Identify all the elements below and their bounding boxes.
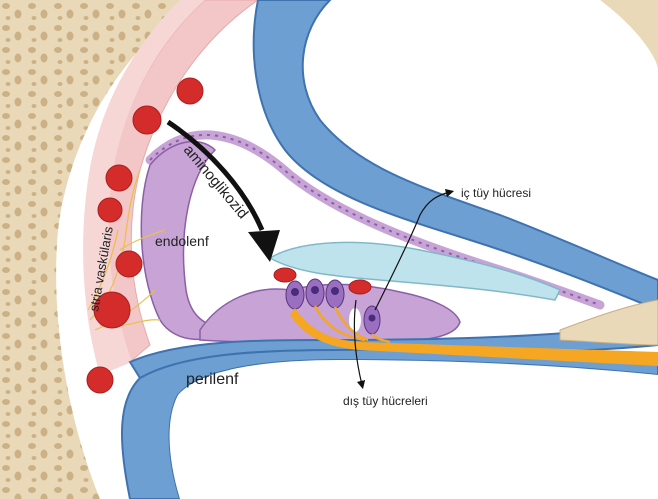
blood-vessel-icon — [98, 198, 122, 222]
blood-vessel-icon — [133, 106, 161, 134]
blood-vessel-icon — [87, 367, 113, 393]
outer-hair-cells — [286, 279, 344, 309]
scala-tympani — [170, 360, 658, 499]
blood-vessel-icon — [349, 280, 371, 294]
endolymph-label: endolenf — [155, 233, 209, 249]
blood-vessel-icon — [274, 268, 296, 282]
blood-vessel-icon — [177, 78, 203, 104]
blood-vessel-icon — [106, 165, 132, 191]
outer-hair-cells-label: dış tüy hücreleri — [343, 394, 428, 408]
inner-hair-cell-label: iç tüy hücresi — [461, 186, 531, 200]
blood-vessel-icon — [116, 251, 142, 277]
perilymph-label: perilenf — [186, 371, 239, 388]
